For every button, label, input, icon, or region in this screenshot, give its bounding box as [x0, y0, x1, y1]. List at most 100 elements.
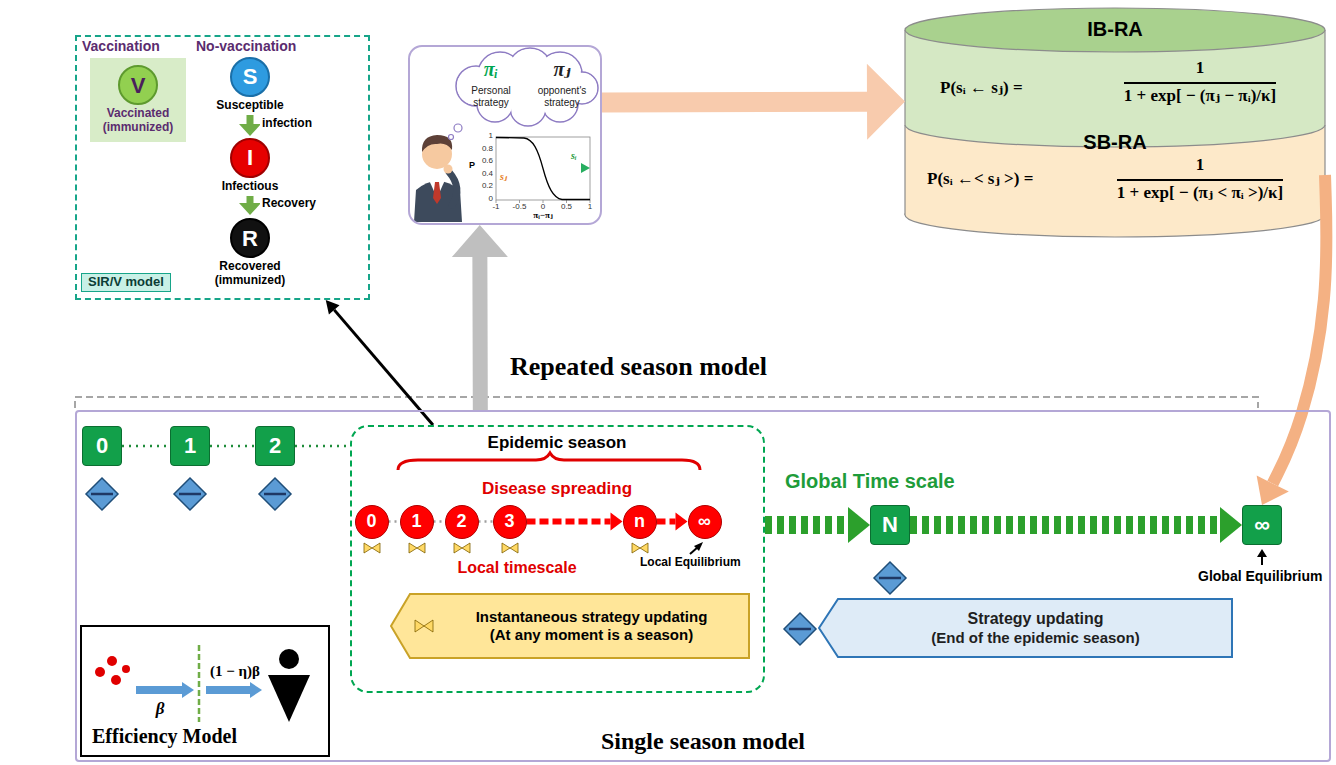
node-box: 1: [400, 505, 434, 539]
connector: [122, 446, 170, 447]
node-box: 1: [170, 426, 210, 466]
callout-box: Strategy updating(End of the epidemic se…: [818, 598, 1233, 658]
step-number: 2: [456, 511, 466, 532]
connector: [452, 225, 508, 410]
connector-line: [210, 445, 255, 448]
group-heading: Vaccination: [82, 38, 160, 54]
cylinder: [905, 8, 1325, 237]
state-caption: Susceptible: [197, 99, 303, 113]
connector: [295, 445, 350, 446]
connector: [389, 521, 400, 522]
connector: [479, 521, 493, 522]
node-box: 2: [445, 505, 479, 539]
node-box: ∞: [1242, 505, 1282, 545]
connector: [657, 513, 688, 531]
step-number: n: [634, 511, 645, 532]
node-box: β(1 − η)βEfficiency Model: [80, 625, 330, 757]
arrow-head: [611, 513, 623, 531]
formula: 1: [1196, 58, 1205, 78]
arrow-head: [1257, 475, 1289, 505]
callout-shape: [818, 598, 1233, 658]
edge-label: Recovery: [260, 197, 318, 211]
connector: [326, 300, 433, 425]
connector-line: [122, 445, 170, 448]
state-circle: V: [118, 65, 158, 105]
node-box: S Susceptible: [195, 55, 305, 115]
model-title: Repeated season model: [510, 352, 767, 382]
season-bracket: [75, 397, 1258, 408]
node-box: N: [870, 505, 910, 545]
season-number: N: [882, 512, 898, 537]
node-box: IB-RAP(sᵢ ← sⱼ) =11 + exp[ − (πⱼ − πᵢ)/κ…: [905, 8, 1325, 125]
node-box: 3: [493, 505, 527, 539]
state-note: Global Equilibrium: [1198, 568, 1322, 584]
connector: [210, 446, 255, 447]
edge-label: infection: [260, 117, 314, 131]
connector: [527, 513, 623, 531]
arrow-head: [239, 124, 261, 136]
update-marks: [364, 543, 648, 553]
section-note: Local timescale: [457, 559, 576, 577]
node-box: 0: [355, 505, 389, 539]
formula: P(sᵢ ← sⱼ) =: [940, 78, 1023, 98]
node-box: I Infectious: [195, 136, 305, 196]
connector-line: [1273, 175, 1327, 484]
tick-label: 1: [588, 203, 592, 211]
axis-label: sⱼ: [500, 171, 507, 183]
connector-line: [247, 115, 254, 124]
group-heading: No-vaccination: [196, 38, 296, 54]
state-circle: S: [230, 57, 270, 97]
panel-title: Efficiency Model: [92, 725, 237, 748]
tick-label: -0.5: [513, 203, 527, 211]
person-figure: [414, 135, 462, 222]
axis-label: sᵢ: [571, 150, 577, 162]
connector-line: [910, 516, 1220, 534]
strategy-symbol: πᵢ: [484, 58, 498, 81]
tick-label: -1: [492, 203, 499, 211]
strategy-symbol: πⱼ: [553, 58, 570, 81]
connector-line: [527, 519, 611, 525]
formula: 1 + exp[ − (πⱼ < πᵢ >)/κ]: [1117, 179, 1283, 203]
connector: [434, 521, 445, 522]
season-number: ∞: [1254, 512, 1270, 537]
step-number: 0: [366, 511, 376, 532]
strategy-note: opponent's strategy: [527, 85, 597, 108]
state-caption: Vaccinated (immunized): [93, 107, 183, 135]
panel-title: Single season model: [601, 728, 805, 756]
leader-arrows: [690, 542, 1267, 565]
connector-line: [247, 196, 254, 203]
state-circle: I: [230, 138, 270, 178]
rule-title: SB-RA: [1083, 131, 1146, 154]
tick-label: 0.5: [561, 203, 572, 211]
sigmoid-chart: [496, 137, 590, 203]
update-diamonds: [86, 478, 906, 645]
connector-line: [765, 516, 848, 534]
section-title: Epidemic season: [488, 433, 627, 453]
connector-arrow: [602, 64, 905, 140]
thought-cloud: [449, 48, 599, 140]
tick-label: 1: [489, 132, 493, 140]
node-box: SB-RAP(sᵢ ←< sⱼ >) =11 + exp[ − (πⱼ < πᵢ…: [905, 125, 1325, 225]
tick-label: 0.8: [482, 145, 493, 153]
connector-line: [657, 519, 676, 525]
section-note: Disease spreading: [482, 479, 632, 499]
node-box: Single season model012β(1 − η)βEfficienc…: [75, 410, 1331, 762]
connector-line: [295, 445, 350, 448]
tick-label: 0: [541, 203, 545, 211]
callout-title: Instantaneous strategy updating: [476, 608, 708, 625]
season-brace: [398, 453, 700, 470]
rate-symbol: β: [156, 699, 165, 719]
step-number: ∞: [698, 511, 711, 532]
connector-line: [389, 520, 400, 523]
connector-line: [334, 310, 433, 425]
connector: [602, 64, 905, 140]
callout-note: (At any moment is a season): [490, 626, 693, 643]
node-box: πᵢPersonal strategyπⱼopponent's strategy: [408, 45, 602, 225]
season-number: 1: [184, 433, 196, 458]
node-box: RRecovered (immunized): [195, 215, 305, 291]
node-box: ∞: [688, 505, 722, 539]
state-caption: Infectious: [197, 180, 303, 194]
connector: [1257, 175, 1327, 505]
tick-label: 0.2: [482, 182, 493, 190]
step-number: 3: [504, 511, 514, 532]
